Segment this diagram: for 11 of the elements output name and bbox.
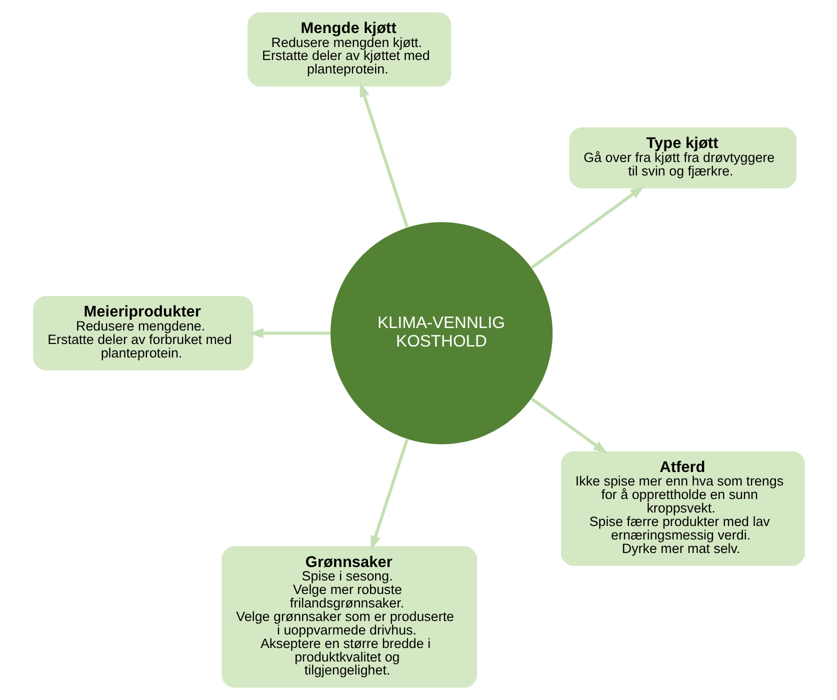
node-box: Grønnsaker Spise i sesong. Velge mer robuste frilandsgrønnsaker. Velge grønnsaker som er produserte i uoppvarmede drivhus. Akseptere en større bredde i produktkvalitet og tilgjengelighet.	[221, 546, 476, 688]
arrow	[359, 82, 408, 228]
node-box: Type kjøtt Gå over fra kjøtt fra drøvtyggere til svin og fjærkre.	[568, 127, 796, 188]
arrow	[530, 398, 608, 454]
node-box: Atferd Ikke spise mer enn hva som trengs for å opprettholde en sunn kroppsvekt. Spise færre produkter med lav ernæringsmessig verdi. Dyrke mer mat selv.	[560, 451, 804, 566]
arrow	[370, 438, 408, 550]
node-circle: KLIMA-VENNLIG KOSTHOLD	[330, 222, 552, 444]
node-box: Mengde kjøtt Redusere mengden kjøtt. Erstatte deler av kjøttet med planteprotein.	[247, 12, 451, 87]
node-box: Meieriprodukter Redusere mengdene. Erstatte deler av forbruket med planteprotein.	[32, 296, 253, 370]
arrow	[248, 328, 330, 338]
arrow	[530, 186, 644, 269]
